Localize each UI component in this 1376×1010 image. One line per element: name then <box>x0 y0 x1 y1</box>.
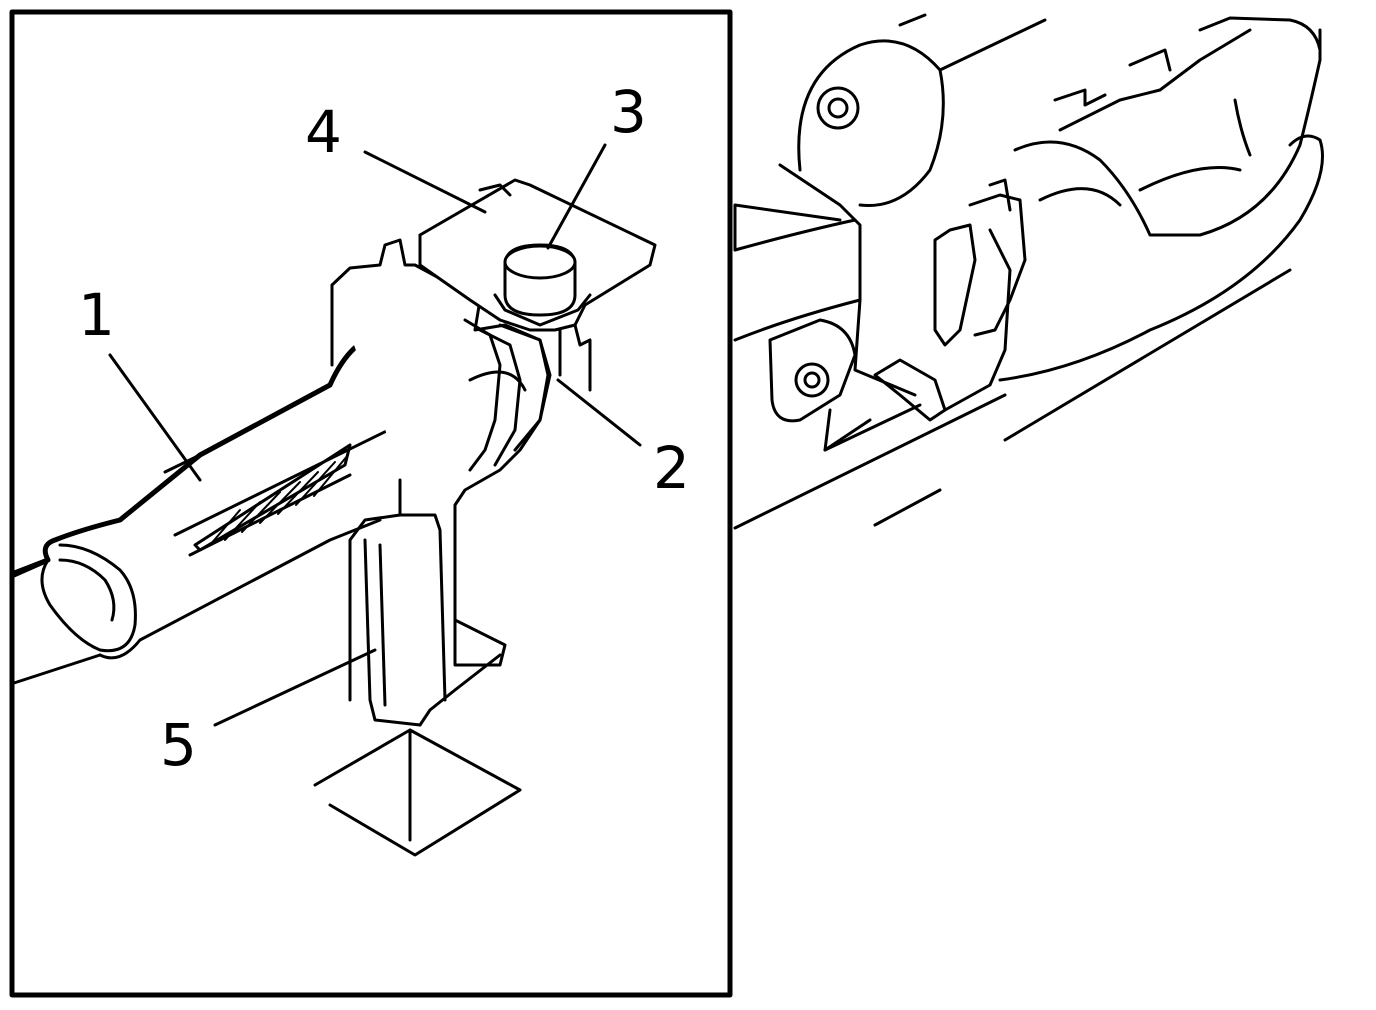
overview-upper-line <box>938 18 1047 72</box>
overview-floor-line-a <box>1003 268 1292 442</box>
overview-pipe-edge-upper <box>733 218 857 252</box>
overview-upper-plate <box>797 39 945 208</box>
overview-bracket-strap <box>778 163 917 397</box>
overview-floor-line-b <box>873 488 942 527</box>
callout-4-leader <box>363 150 487 214</box>
stand-post-front <box>363 538 422 727</box>
pipe-knurl-hatch <box>209 454 349 546</box>
bolt-top <box>503 244 577 280</box>
detail-frame <box>9 9 733 998</box>
overview-assembly <box>733 13 1324 530</box>
callout-1-leader <box>108 353 202 482</box>
callouts: 1 2 3 4 5 <box>78 78 690 779</box>
pipe-lower-edge <box>98 518 382 660</box>
stand-post-right <box>398 513 447 702</box>
bolt-washer <box>493 293 592 327</box>
overview-clamp-side <box>943 228 1012 412</box>
callout-1: 1 <box>78 281 115 349</box>
callout-4: 4 <box>305 98 342 166</box>
overview-upper-bolt <box>816 86 860 130</box>
overview-housing-outline <box>1013 28 1322 237</box>
callout-5-leader <box>213 648 377 727</box>
overview-pipe-edge-lower <box>733 393 1007 530</box>
stand-post-left <box>348 478 402 702</box>
overview-housing-lower <box>998 134 1324 382</box>
overview-lower-bolt <box>794 362 830 398</box>
overview-lower-plate <box>768 318 857 423</box>
callout-3-leader <box>546 143 607 250</box>
pipe-end-lower <box>12 653 102 685</box>
overview-floor-line-c <box>823 403 922 452</box>
overview-pipe-edge-mid <box>733 298 862 342</box>
pipe-collar <box>40 543 137 653</box>
pipe-knurl-band <box>193 443 352 552</box>
overview-housing-top <box>1058 28 1252 132</box>
detail-view <box>11 178 657 857</box>
overview-frame-connector <box>733 203 842 252</box>
stand-foot-plate <box>313 728 522 857</box>
callout-5: 5 <box>160 711 197 779</box>
callout-2: 2 <box>653 434 690 502</box>
overview-clamp-jaw <box>933 223 977 347</box>
callout-3: 3 <box>610 78 647 146</box>
callout-2-leader <box>556 378 642 447</box>
